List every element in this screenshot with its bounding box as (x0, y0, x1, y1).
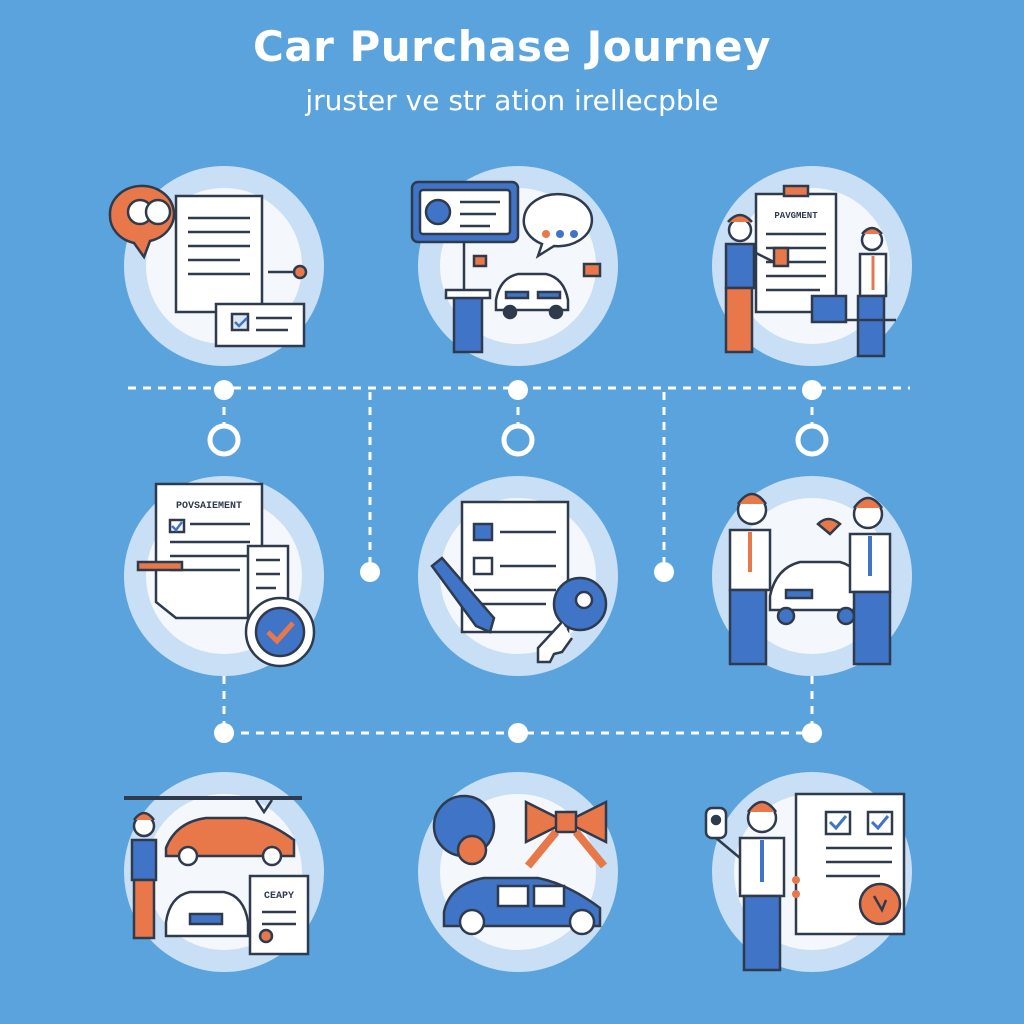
node-dot (214, 723, 234, 743)
node-ring (501, 423, 535, 457)
step-showroom: CEAPY (124, 772, 324, 972)
kiosk-car-chat-icon (410, 180, 602, 354)
step-contract (418, 476, 618, 676)
page-subtitle: jruster ve str ation irellecpble (305, 84, 719, 117)
node-dot (508, 380, 528, 400)
connector-rings (207, 423, 829, 457)
agreement-approval-icon: POVSAIEMENT (136, 482, 316, 668)
node-dot (802, 723, 822, 743)
contract-key-icon (430, 500, 608, 664)
node-ring (207, 423, 241, 457)
step-gift (418, 772, 618, 972)
handover-handshake-icon (728, 492, 892, 666)
consultation-documents-icon (108, 184, 308, 348)
node-dot (508, 723, 528, 743)
step-agreement: POVSAIEMENT (124, 476, 324, 676)
page-title: Car Purchase Journey (253, 22, 771, 71)
showroom-doc-label: CEAPY (264, 891, 294, 902)
node-dot (802, 380, 822, 400)
gift-car-bow-icon (432, 794, 608, 936)
payment-board-label: PAVGMENT (774, 211, 818, 221)
step-consultation (108, 166, 324, 366)
node-dot (360, 562, 380, 582)
delivery-checklist-icon (704, 792, 906, 972)
showroom-selection-icon: CEAPY (124, 796, 310, 956)
agreement-doc-label: POVSAIEMENT (176, 501, 242, 512)
step-kiosk (410, 166, 618, 366)
payment-presentation-icon: PAVGMENT (724, 184, 896, 358)
node-dot (214, 380, 234, 400)
node-dot (654, 562, 674, 582)
step-delivery (704, 772, 912, 972)
node-ring (795, 423, 829, 457)
connector-nodes (214, 380, 822, 743)
step-payment: PAVGMENT (712, 166, 912, 366)
step-handover (712, 476, 912, 676)
